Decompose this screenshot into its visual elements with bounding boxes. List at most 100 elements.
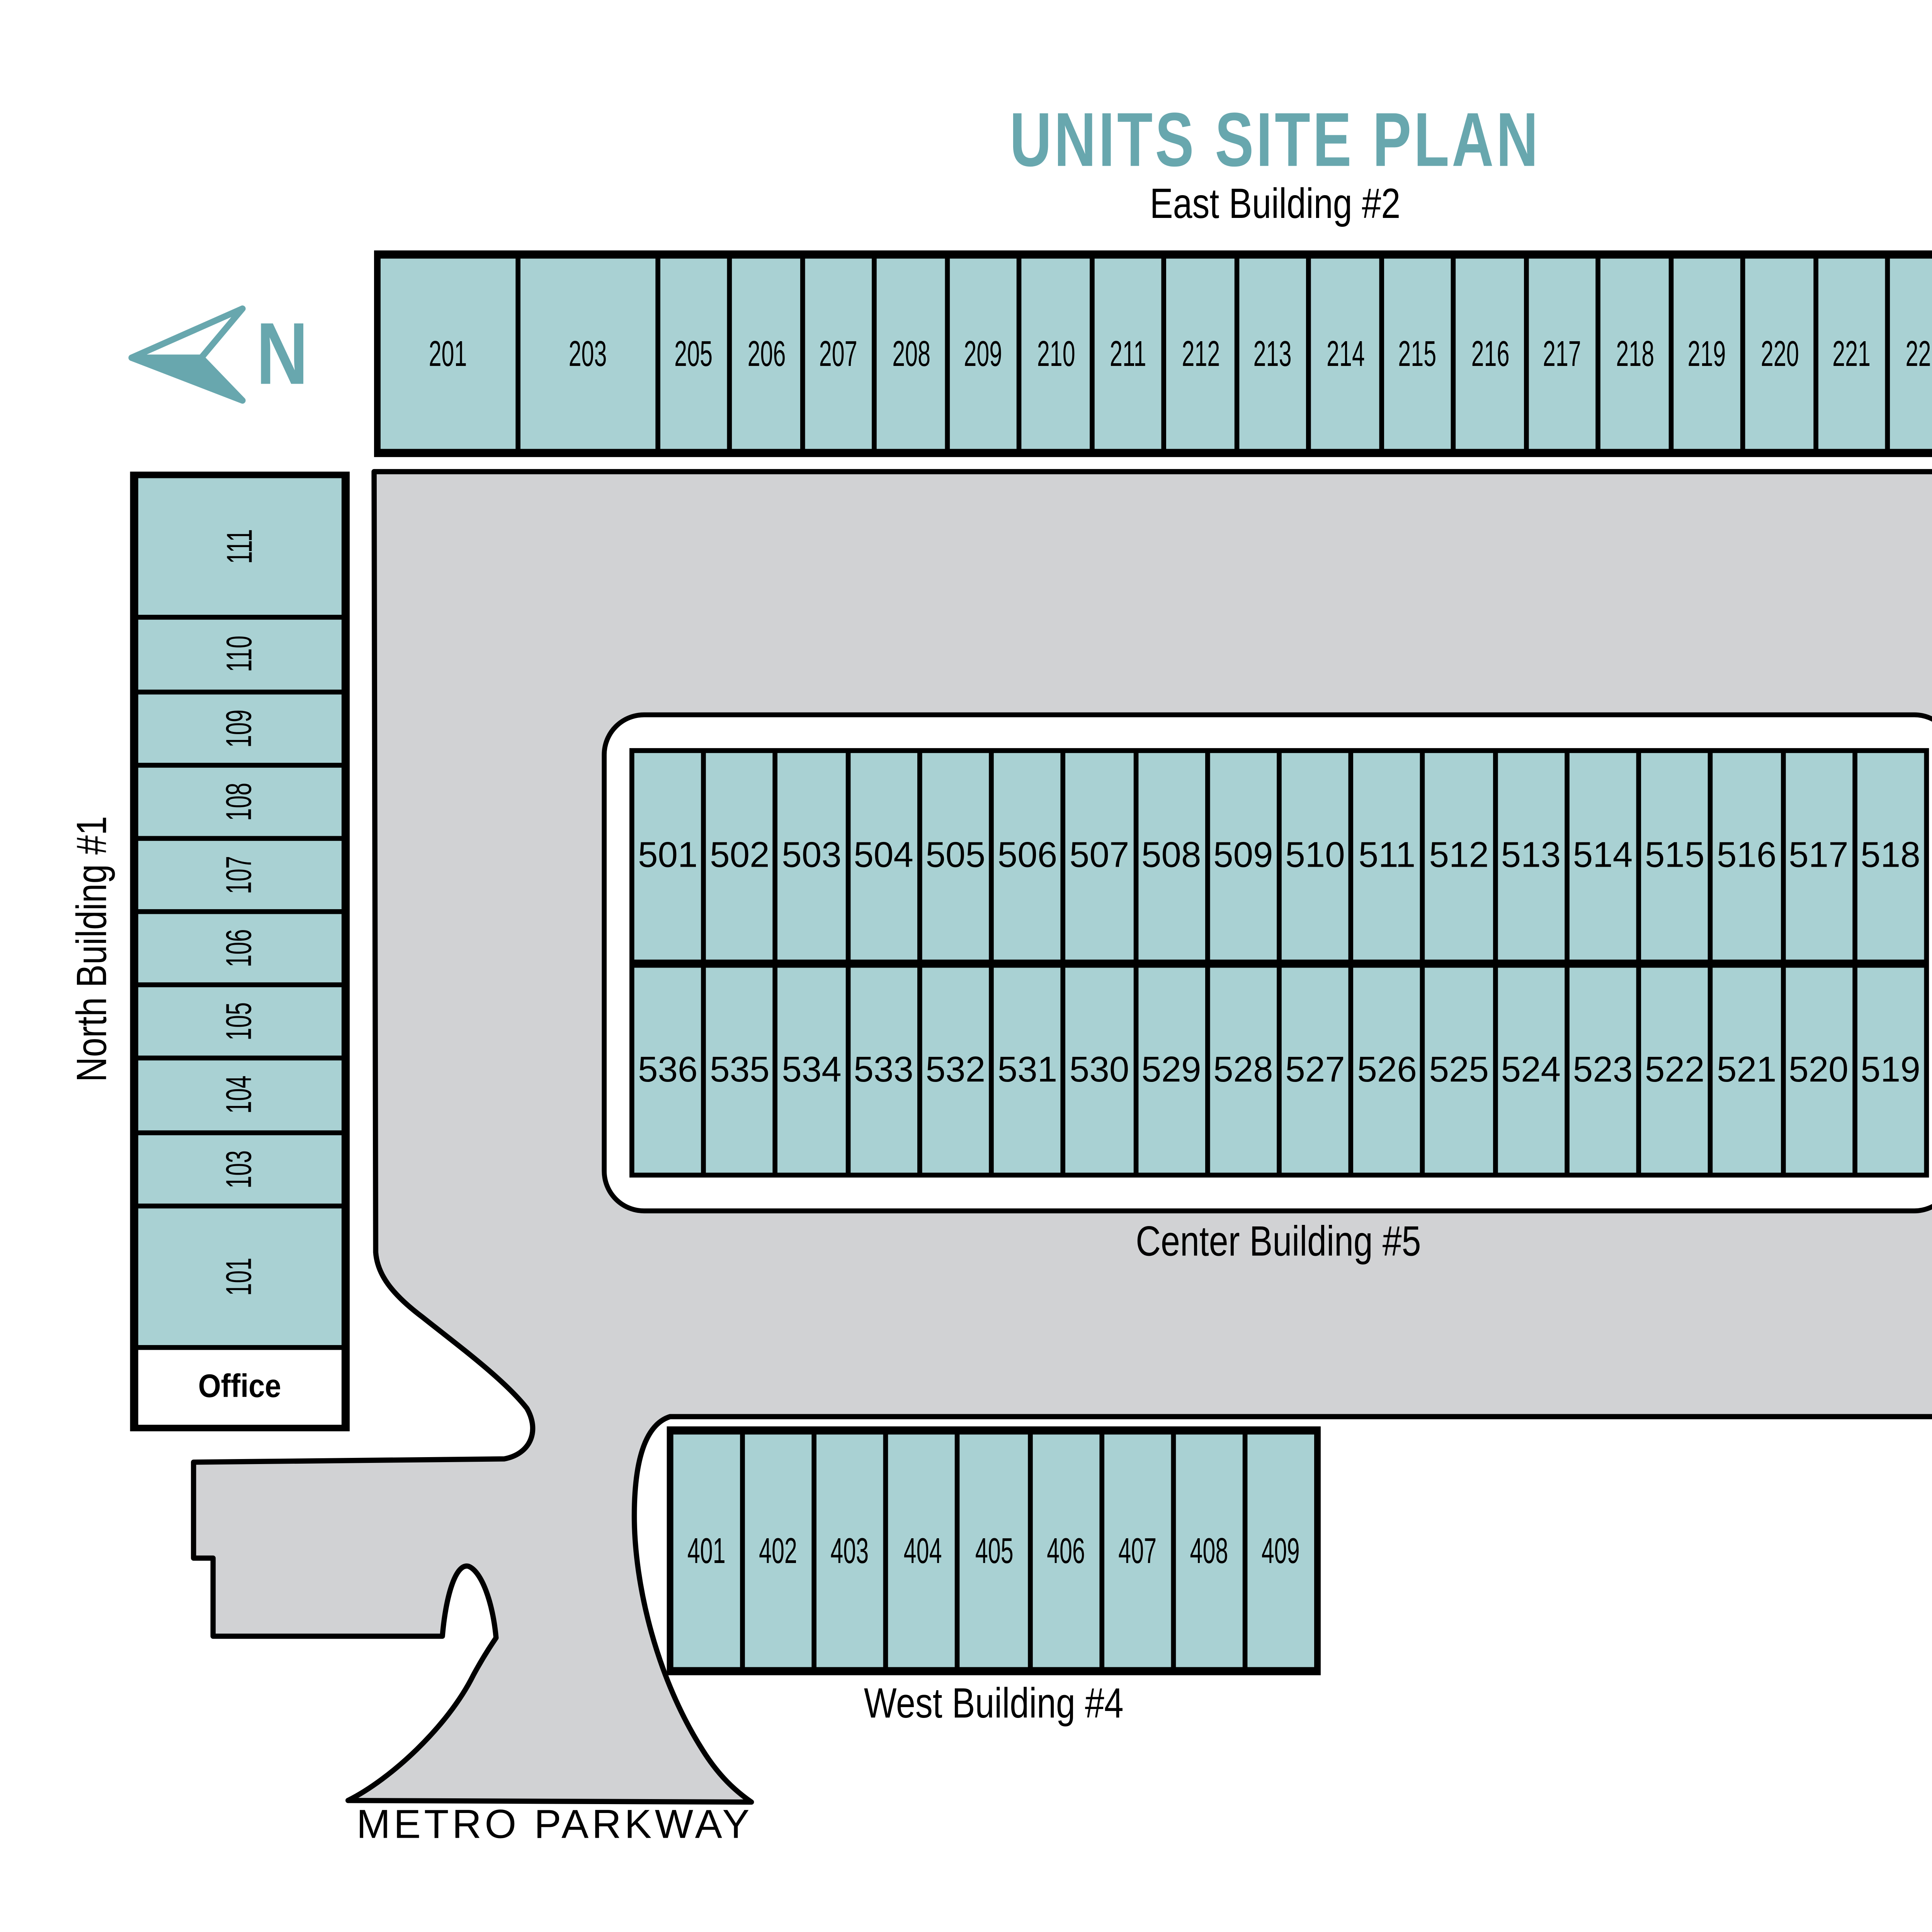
unit-106: 106	[138, 914, 342, 983]
unit-523: 523	[1569, 967, 1636, 1173]
unit-520: 520	[1785, 967, 1852, 1173]
unit-528: 528	[1209, 967, 1277, 1173]
north-arrow-icon	[128, 305, 246, 404]
unit-number: 405	[975, 1529, 1013, 1570]
unit-number: 203	[568, 332, 607, 374]
unit-408: 408	[1175, 1434, 1243, 1667]
unit-number: 221	[1832, 332, 1871, 374]
unit-number: 109	[219, 709, 260, 747]
office-label: Office	[198, 1369, 282, 1405]
office-unit: Office	[138, 1350, 342, 1425]
unit-number: 213	[1253, 332, 1292, 374]
unit-105: 105	[138, 987, 342, 1056]
unit-number: 508	[1141, 835, 1201, 876]
unit-109: 109	[138, 694, 342, 762]
unit-524: 524	[1497, 967, 1565, 1173]
page-title: UNITS SITE PLAN	[1009, 96, 1541, 182]
unit-511: 511	[1353, 753, 1421, 959]
unit-number: 210	[1036, 332, 1075, 374]
compass-n-label: N	[256, 306, 308, 403]
unit-number: 110	[219, 636, 260, 673]
unit-206: 206	[732, 259, 800, 449]
unit-404: 404	[888, 1434, 956, 1667]
unit-203: 203	[520, 259, 655, 449]
east-building-label: East Building #2	[1150, 179, 1401, 228]
unit-104: 104	[138, 1061, 342, 1130]
unit-number: 111	[219, 529, 260, 565]
unit-518: 518	[1857, 753, 1924, 959]
unit-101: 101	[138, 1208, 342, 1345]
unit-515: 515	[1641, 753, 1708, 959]
unit-number: 515	[1645, 835, 1705, 876]
unit-208: 208	[877, 259, 945, 449]
unit-number: 521	[1716, 1048, 1777, 1090]
unit-530: 530	[1066, 967, 1133, 1173]
unit-number: 526	[1357, 1048, 1417, 1090]
unit-number: 108	[219, 782, 260, 821]
unit-number: 214	[1326, 332, 1364, 374]
unit-number: 402	[759, 1529, 798, 1570]
unit-number: 209	[964, 332, 1003, 374]
unit-207: 207	[805, 259, 872, 449]
unit-201: 201	[380, 259, 516, 449]
unit-210: 210	[1022, 259, 1090, 449]
unit-number: 219	[1687, 332, 1726, 374]
unit-number: 510	[1285, 835, 1345, 876]
unit-517: 517	[1785, 753, 1852, 959]
unit-402: 402	[745, 1434, 812, 1667]
west-building-label: West Building #4	[864, 1678, 1124, 1728]
unit-519: 519	[1857, 967, 1924, 1173]
unit-504: 504	[850, 753, 917, 959]
unit-533: 533	[850, 967, 917, 1173]
unit-number: 532	[925, 1048, 986, 1090]
unit-534: 534	[778, 967, 845, 1173]
unit-number: 507	[1069, 835, 1129, 876]
unit-number: 523	[1573, 1048, 1633, 1090]
unit-220: 220	[1745, 259, 1813, 449]
unit-number: 520	[1789, 1048, 1849, 1090]
unit-number: 208	[892, 332, 930, 374]
unit-406: 406	[1032, 1434, 1099, 1667]
unit-217: 217	[1528, 259, 1596, 449]
unit-number: 529	[1141, 1048, 1201, 1090]
unit-514: 514	[1569, 753, 1636, 959]
unit-number: 519	[1861, 1048, 1920, 1090]
unit-number: 531	[997, 1048, 1058, 1090]
unit-number: 103	[219, 1150, 260, 1188]
unit-527: 527	[1281, 967, 1349, 1173]
center-building-label: Center Building #5	[1136, 1216, 1421, 1265]
unit-number: 530	[1069, 1048, 1129, 1090]
unit-529: 529	[1138, 967, 1205, 1173]
unit-103: 103	[138, 1134, 342, 1203]
unit-number: 524	[1501, 1048, 1561, 1090]
unit-number: 511	[1358, 835, 1416, 876]
unit-number: 220	[1760, 332, 1798, 374]
north-building-label: North Building #1	[67, 815, 116, 1082]
unit-510: 510	[1281, 753, 1349, 959]
unit-532: 532	[922, 967, 989, 1173]
unit-521: 521	[1713, 967, 1780, 1173]
unit-401: 401	[673, 1434, 740, 1667]
unit-number: 528	[1213, 1048, 1273, 1090]
unit-522: 522	[1641, 967, 1708, 1173]
unit-number: 527	[1285, 1048, 1345, 1090]
unit-number: 504	[854, 835, 913, 876]
unit-number: 502	[710, 835, 770, 876]
unit-111: 111	[138, 478, 342, 616]
unit-number: 501	[638, 835, 698, 876]
unit-number: 217	[1543, 332, 1582, 374]
unit-number: 104	[219, 1076, 260, 1115]
road-label: METRO PARKWAY	[356, 1802, 753, 1848]
compass: N	[127, 303, 314, 406]
unit-536: 536	[634, 967, 702, 1173]
unit-number: 212	[1181, 332, 1219, 374]
unit-number: 206	[747, 332, 786, 374]
unit-number: 101	[219, 1257, 260, 1296]
unit-211: 211	[1094, 259, 1162, 449]
unit-number: 516	[1716, 835, 1777, 876]
unit-512: 512	[1425, 753, 1493, 959]
unit-215: 215	[1383, 259, 1451, 449]
